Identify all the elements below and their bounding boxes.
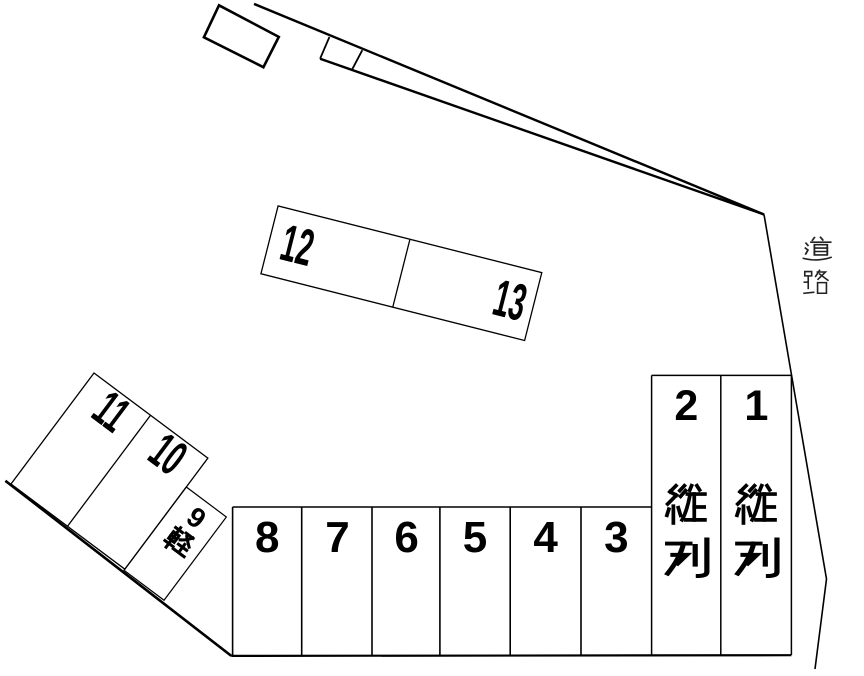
svg-text:5: 5	[463, 513, 487, 562]
svg-text:6: 6	[394, 513, 418, 562]
svg-text:1: 1	[745, 382, 769, 430]
svg-text:2: 2	[674, 382, 698, 430]
svg-text:3: 3	[604, 513, 628, 562]
svg-text:4: 4	[533, 513, 558, 562]
svg-text:7: 7	[325, 513, 349, 562]
svg-text:8: 8	[255, 513, 279, 562]
